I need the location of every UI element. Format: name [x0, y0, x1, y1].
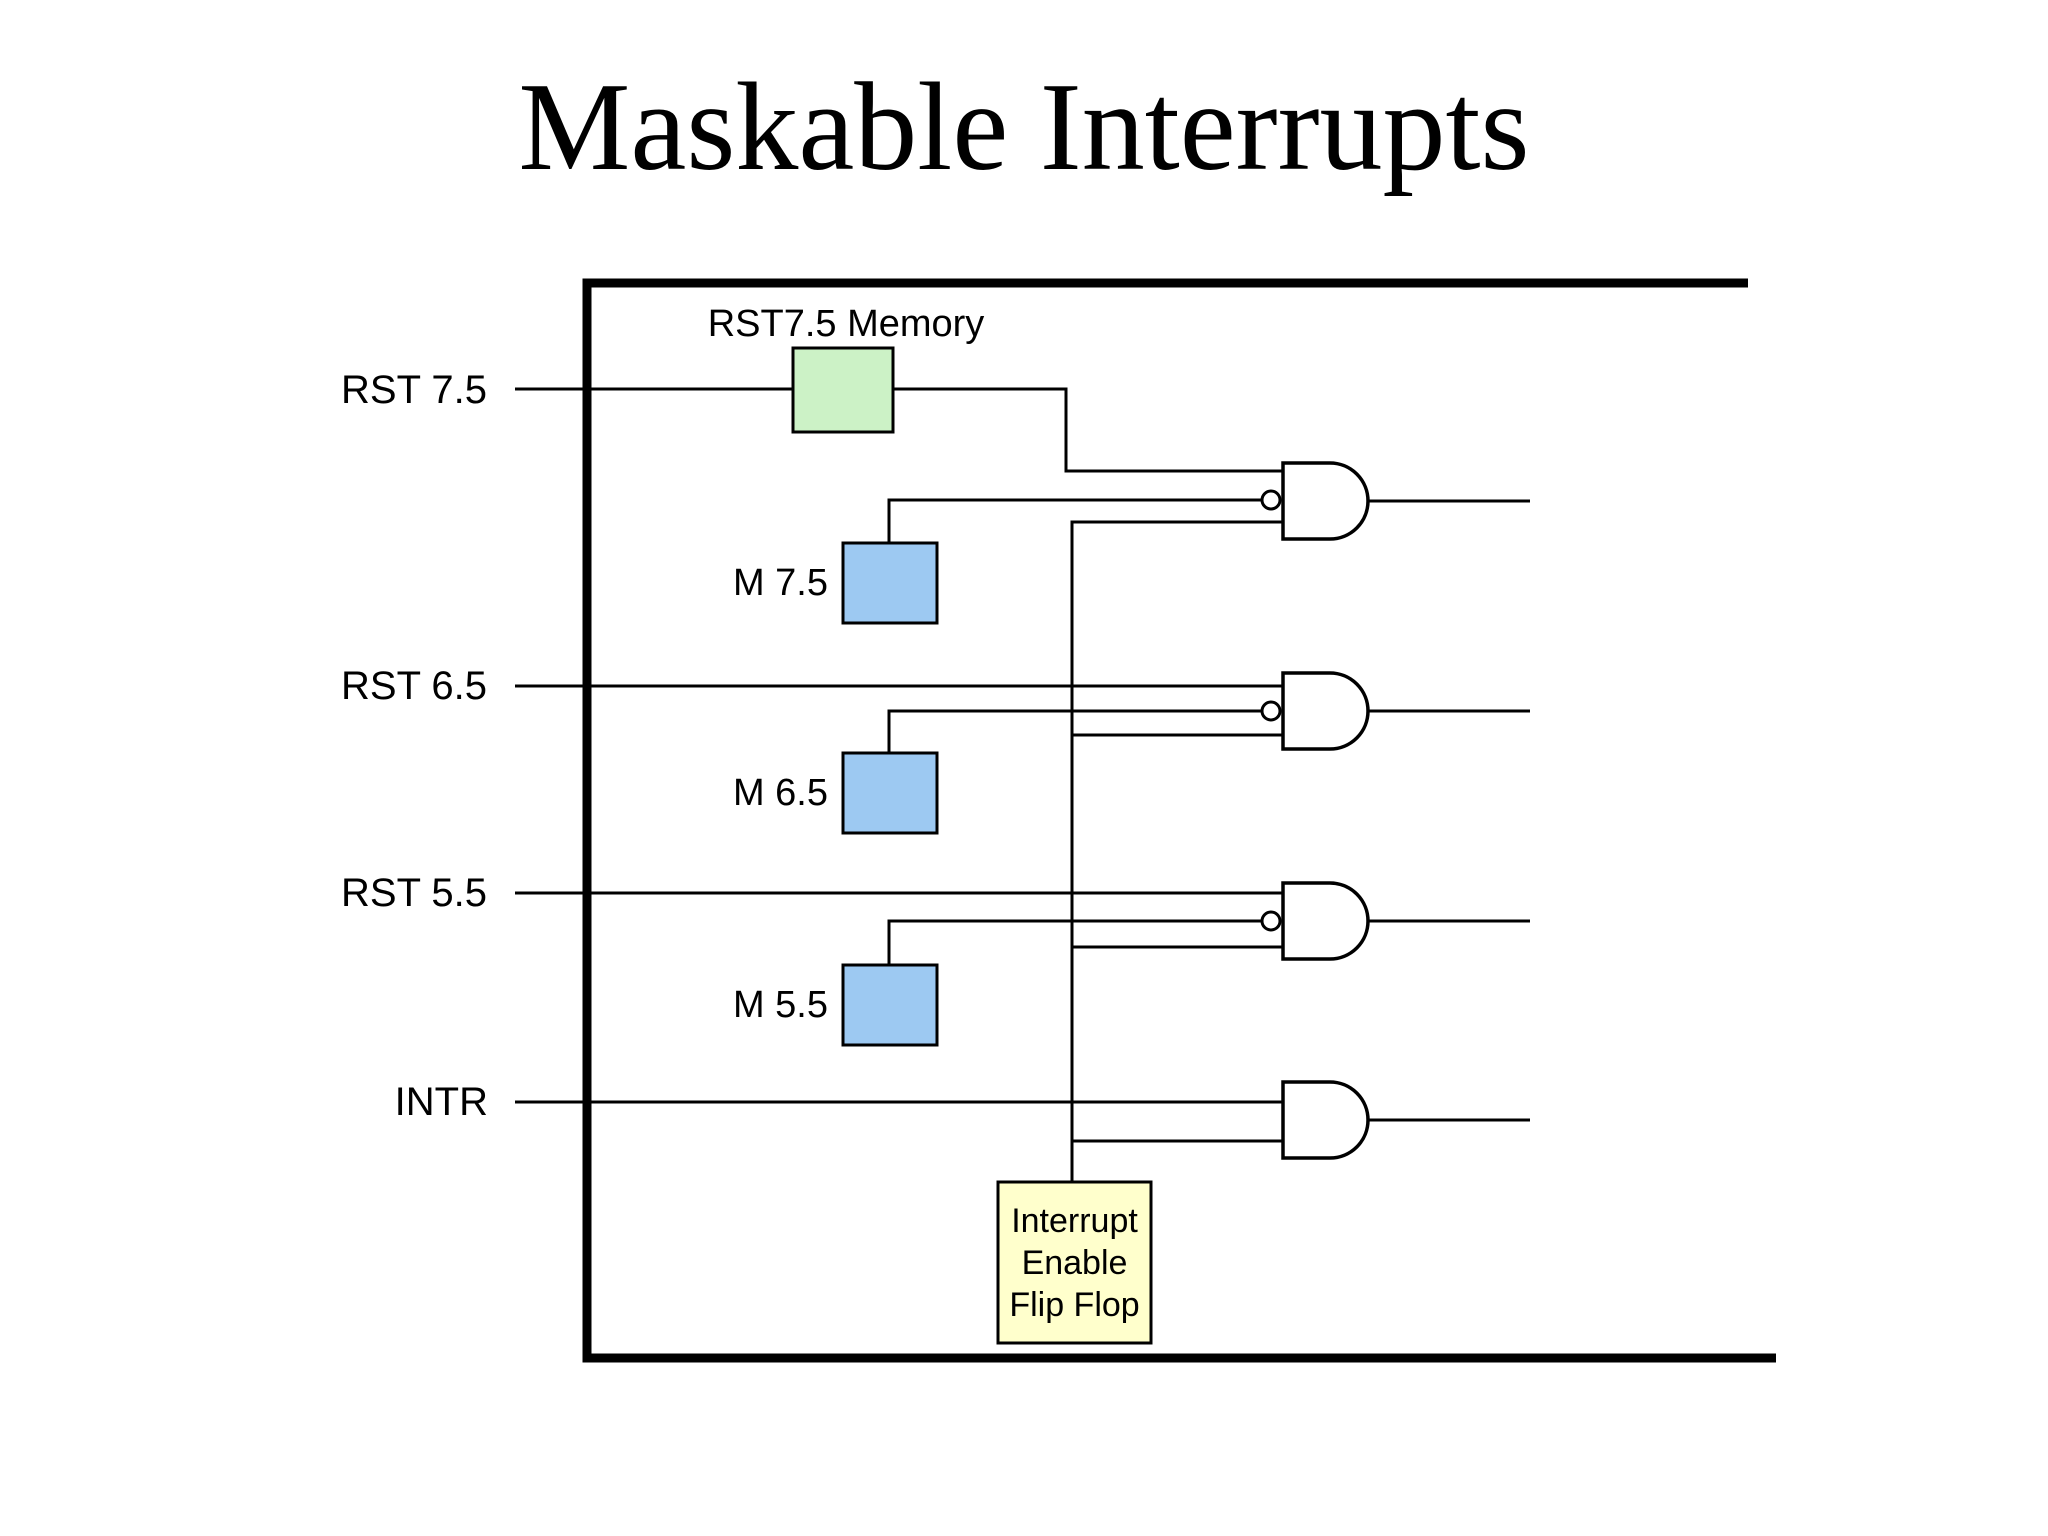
interrupt-enable-flipflop-box — [996, 1180, 1153, 1345]
ieff-label-line2: Enable — [1021, 1243, 1128, 1282]
and-gate-rst55 — [1281, 881, 1370, 961]
mask-box-m65 — [841, 751, 939, 835]
interrupt-enable-flipflop-label: Interrupt Enable Flip Flop — [998, 1182, 1151, 1343]
wire-m75 — [887, 498, 1262, 543]
wire-m55 — [887, 919, 1262, 965]
page-title: Maskable Interrupts — [518, 58, 1530, 197]
inverter-bubble-gate2 — [1260, 700, 1282, 722]
and-gate-rst65 — [1281, 671, 1370, 751]
ieff-label-line1: Interrupt — [1011, 1201, 1138, 1240]
input-label-rst75: RST 7.5 — [341, 368, 487, 412]
rst75-memory-label: RST7.5 Memory — [707, 303, 985, 345]
inverter-bubble-gate1 — [1260, 489, 1282, 511]
mask-box-m55 — [841, 963, 939, 1047]
cpu-boundary-frame — [582, 278, 1776, 1363]
mask-box-m75 — [841, 541, 939, 625]
ieff-label-line3: Flip Flop — [1009, 1285, 1140, 1324]
mask-label-m65: M 6.5 — [732, 772, 828, 814]
input-label-rst65: RST 6.5 — [341, 664, 487, 708]
input-label-intr: INTR — [394, 1080, 488, 1124]
and-gate-rst75 — [1281, 461, 1370, 541]
wire-rst75 — [515, 387, 1283, 473]
input-label-rst55: RST 5.5 — [341, 871, 487, 915]
inverter-bubble-gate3 — [1260, 910, 1282, 932]
mask-label-m75: M 7.5 — [732, 562, 828, 604]
mask-label-m55: M 5.5 — [732, 984, 828, 1026]
rst75-memory-box — [791, 346, 895, 434]
and-gate-intr — [1281, 1080, 1370, 1160]
wire-interrupt-enable-rail — [1070, 520, 1283, 1182]
wire-m65 — [887, 709, 1262, 753]
